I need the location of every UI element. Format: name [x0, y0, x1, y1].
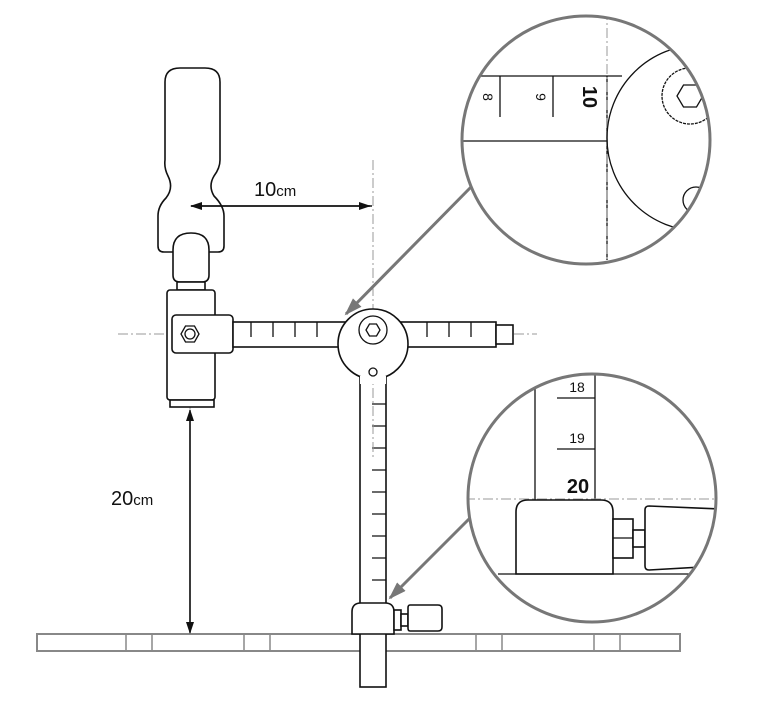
svg-text:20cm: 20cm [111, 488, 153, 510]
svg-text:10cm: 10cm [254, 179, 296, 201]
scale-label-9: 9 [533, 93, 549, 101]
dimension-horizontal-unit: cm [276, 183, 296, 200]
dimension-vertical-value: 20 [111, 488, 133, 510]
scale-label-10: 10 [578, 86, 600, 108]
scale-label-8: 8 [480, 93, 496, 101]
dimension-vertical: 20cm [111, 409, 194, 634]
dimension-horizontal: 10cm [190, 179, 372, 210]
hex-socket-icon [365, 323, 381, 337]
scale-label-20: 20 [567, 476, 589, 498]
scale-label-19: 19 [569, 430, 585, 446]
bottom-clamp [351, 602, 443, 635]
handle [157, 67, 225, 291]
table-plate [36, 633, 681, 652]
dimension-vertical-unit: cm [133, 492, 153, 509]
callout-arrow-top [344, 184, 474, 316]
callout-arrow-bottom [388, 516, 472, 600]
hex-nut-icon [180, 325, 200, 343]
detail-view-bottom: 18 19 20 [466, 372, 718, 624]
scale-label-18: 18 [569, 379, 585, 395]
detail-view-top: 8 9 10 [460, 14, 712, 266]
dimension-horizontal-value: 10 [254, 179, 276, 201]
clamp-body [166, 289, 234, 408]
hub [337, 308, 409, 384]
